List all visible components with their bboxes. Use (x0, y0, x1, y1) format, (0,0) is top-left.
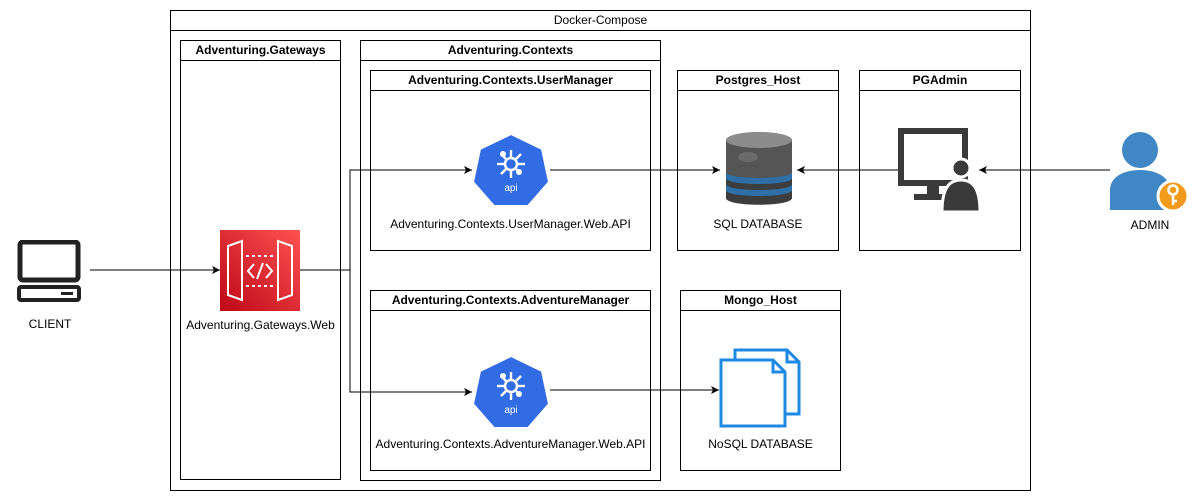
contexts-title: Adventuring.Contexts (361, 41, 660, 61)
user-manager-title: Adventuring.Contexts.UserManager (371, 71, 650, 91)
api-badge-label: api (504, 183, 518, 194)
adventure-manager-container: Adventuring.Contexts.AdventureManager (370, 290, 651, 471)
laptop-icon (17, 239, 81, 302)
sql-database-label: SQL DATABASE (713, 217, 803, 231)
gateway-web-label: Adventuring.Gateways.Web (186, 318, 335, 332)
api-gateway-icon (220, 230, 300, 311)
mongo-host-title: Mongo_Host (681, 291, 840, 311)
gateways-title: Adventuring.Gateways (181, 41, 340, 61)
admin-user-key-icon (1110, 130, 1192, 213)
docker-compose-container: Docker-Compose (170, 10, 1031, 491)
documents-icon (719, 348, 801, 428)
kubernetes-api-icon: api (471, 132, 551, 208)
gateway-to-user-manager-arrow (300, 166, 472, 271)
adventure-manager-title: Adventuring.Contexts.AdventureManager (371, 291, 650, 311)
monitor-user-icon (898, 128, 982, 214)
postgres-host-container: Postgres_Host (677, 70, 839, 251)
mongo-host-container: Mongo_Host (680, 290, 841, 471)
docker-compose-title: Docker-Compose (171, 11, 1030, 31)
nosql-database-label: NoSQL DATABASE (708, 437, 813, 451)
contexts-container: Adventuring.Contexts (360, 40, 661, 481)
database-icon (720, 130, 798, 210)
kubernetes-api-icon: api (471, 354, 551, 430)
user-manager-container: Adventuring.Contexts.UserManager (370, 70, 651, 251)
client-label: CLIENT (28, 317, 72, 331)
pgadmin-title: PGAdmin (860, 71, 1020, 91)
admin-label: ADMIN (1130, 218, 1170, 232)
postgres-host-title: Postgres_Host (678, 71, 838, 91)
adventure-manager-api-label: Adventuring.Contexts.AdventureManager.We… (375, 437, 646, 451)
api-badge-label: api (504, 405, 518, 416)
pgadmin-container: PGAdmin (859, 70, 1021, 251)
gateways-container: Adventuring.Gateways (180, 40, 341, 480)
user-manager-api-label: Adventuring.Contexts.UserManager.Web.API (390, 217, 631, 231)
gateway-to-adventure-manager-arrow (349, 270, 472, 396)
